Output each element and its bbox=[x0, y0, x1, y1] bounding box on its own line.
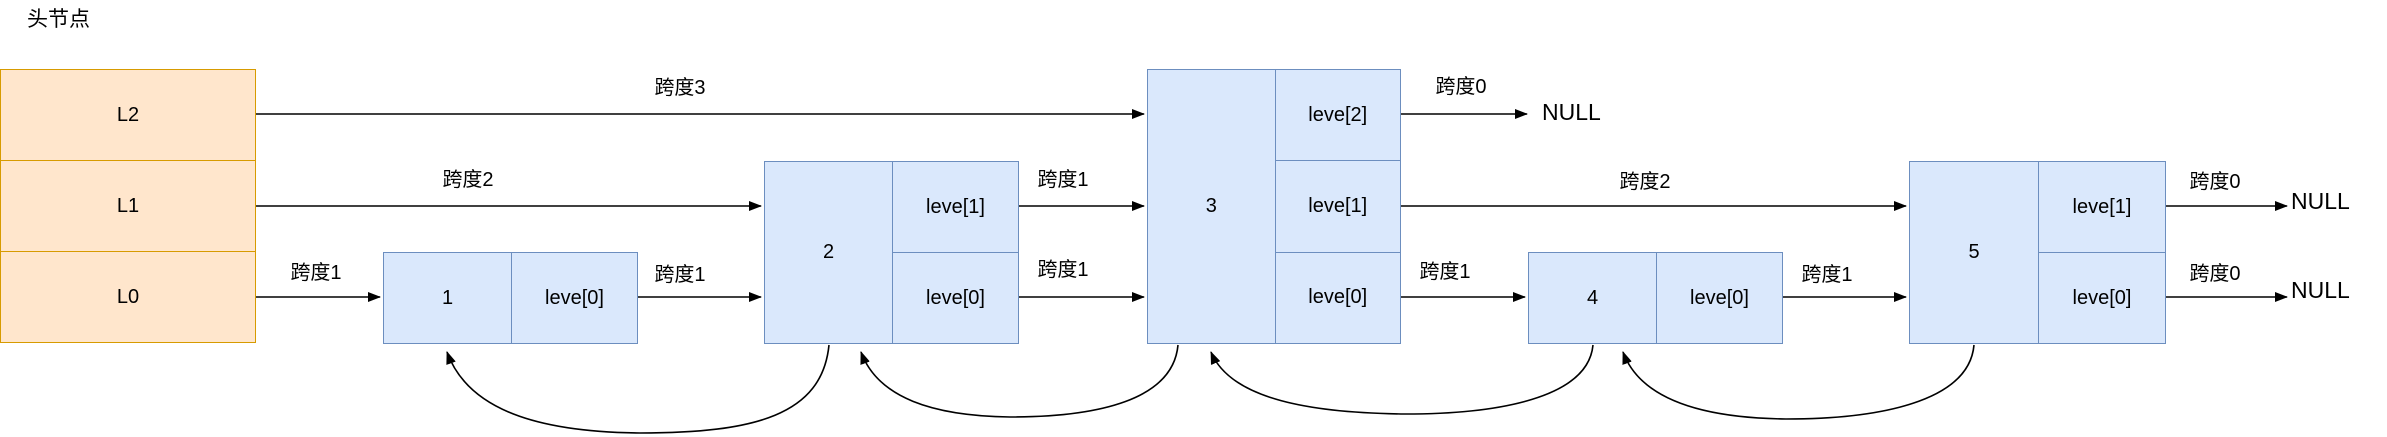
node-1-level-0: leve[0] bbox=[511, 252, 638, 344]
backward-arrow-node3-to-node2 bbox=[860, 344, 1179, 418]
node-3-level-2: leve[2] bbox=[1274, 69, 1401, 162]
backward-arrow-node2-to-node1 bbox=[446, 344, 830, 434]
node-1: 1 leve[0] bbox=[383, 252, 638, 344]
node-3: 3 leve[2] leve[1] leve[0] bbox=[1147, 69, 1401, 344]
head-row-l1: L1 bbox=[0, 160, 256, 252]
span-label-node3-l2-to-null: 跨度0 bbox=[1433, 70, 1489, 99]
node-5-level-1: leve[1] bbox=[2038, 161, 2166, 253]
node-4-level-0: leve[0] bbox=[1656, 252, 1783, 344]
node-3-key: 3 bbox=[1147, 69, 1276, 344]
node-5: 5 leve[1] leve[0] bbox=[1909, 161, 2166, 344]
head-node-title: 头节点 bbox=[27, 8, 90, 31]
span-label-head-l1-to-node2: 跨度2 bbox=[440, 163, 496, 192]
span-label-node5-l0-to-null: 跨度0 bbox=[2187, 257, 2243, 286]
span-label-head-l2-to-node3: 跨度3 bbox=[652, 71, 708, 100]
span-label-head-l0-to-node1: 跨度1 bbox=[288, 256, 344, 285]
span-label-node2-l1-to-node3: 跨度1 bbox=[1035, 163, 1091, 192]
node-1-levels: leve[0] bbox=[511, 252, 638, 344]
head-row-l2: L2 bbox=[0, 69, 256, 161]
null-label-node5-l0: NULL bbox=[2291, 277, 2350, 303]
node-4: 4 leve[0] bbox=[1528, 252, 1783, 344]
span-label-node4-to-node5: 跨度1 bbox=[1799, 258, 1855, 287]
node-3-level-0: leve[0] bbox=[1274, 251, 1401, 344]
node-2-levels: leve[1] leve[0] bbox=[892, 161, 1019, 344]
span-label-node3-l1-to-node5: 跨度2 bbox=[1617, 165, 1673, 194]
node-4-key: 4 bbox=[1528, 252, 1657, 344]
backward-arrow-node4-to-node3 bbox=[1210, 344, 1594, 415]
null-label-node3-l2: NULL bbox=[1542, 99, 1601, 125]
node-3-level-1: leve[1] bbox=[1274, 160, 1401, 253]
node-5-key: 5 bbox=[1909, 161, 2039, 344]
node-2: 2 leve[1] leve[0] bbox=[764, 161, 1019, 344]
node-2-level-0: leve[0] bbox=[892, 252, 1019, 344]
head-node: L2 L1 L0 bbox=[0, 69, 256, 343]
node-1-key: 1 bbox=[383, 252, 512, 344]
backward-arrow-node5-to-node4 bbox=[1622, 344, 1975, 420]
node-3-levels: leve[2] leve[1] leve[0] bbox=[1274, 69, 1401, 344]
node-5-level-0: leve[0] bbox=[2038, 252, 2166, 344]
head-row-l0: L0 bbox=[0, 251, 256, 343]
node-2-key: 2 bbox=[764, 161, 893, 344]
node-4-levels: leve[0] bbox=[1656, 252, 1783, 344]
span-label-node2-l0-to-node3: 跨度1 bbox=[1035, 253, 1091, 282]
span-label-node3-l0-to-node4: 跨度1 bbox=[1417, 255, 1473, 284]
node-2-level-1: leve[1] bbox=[892, 161, 1019, 253]
span-label-node1-to-node2: 跨度1 bbox=[652, 258, 708, 287]
null-label-node5-l1: NULL bbox=[2291, 188, 2350, 214]
node-5-levels: leve[1] leve[0] bbox=[2038, 161, 2166, 344]
span-label-node5-l1-to-null: 跨度0 bbox=[2187, 165, 2243, 194]
